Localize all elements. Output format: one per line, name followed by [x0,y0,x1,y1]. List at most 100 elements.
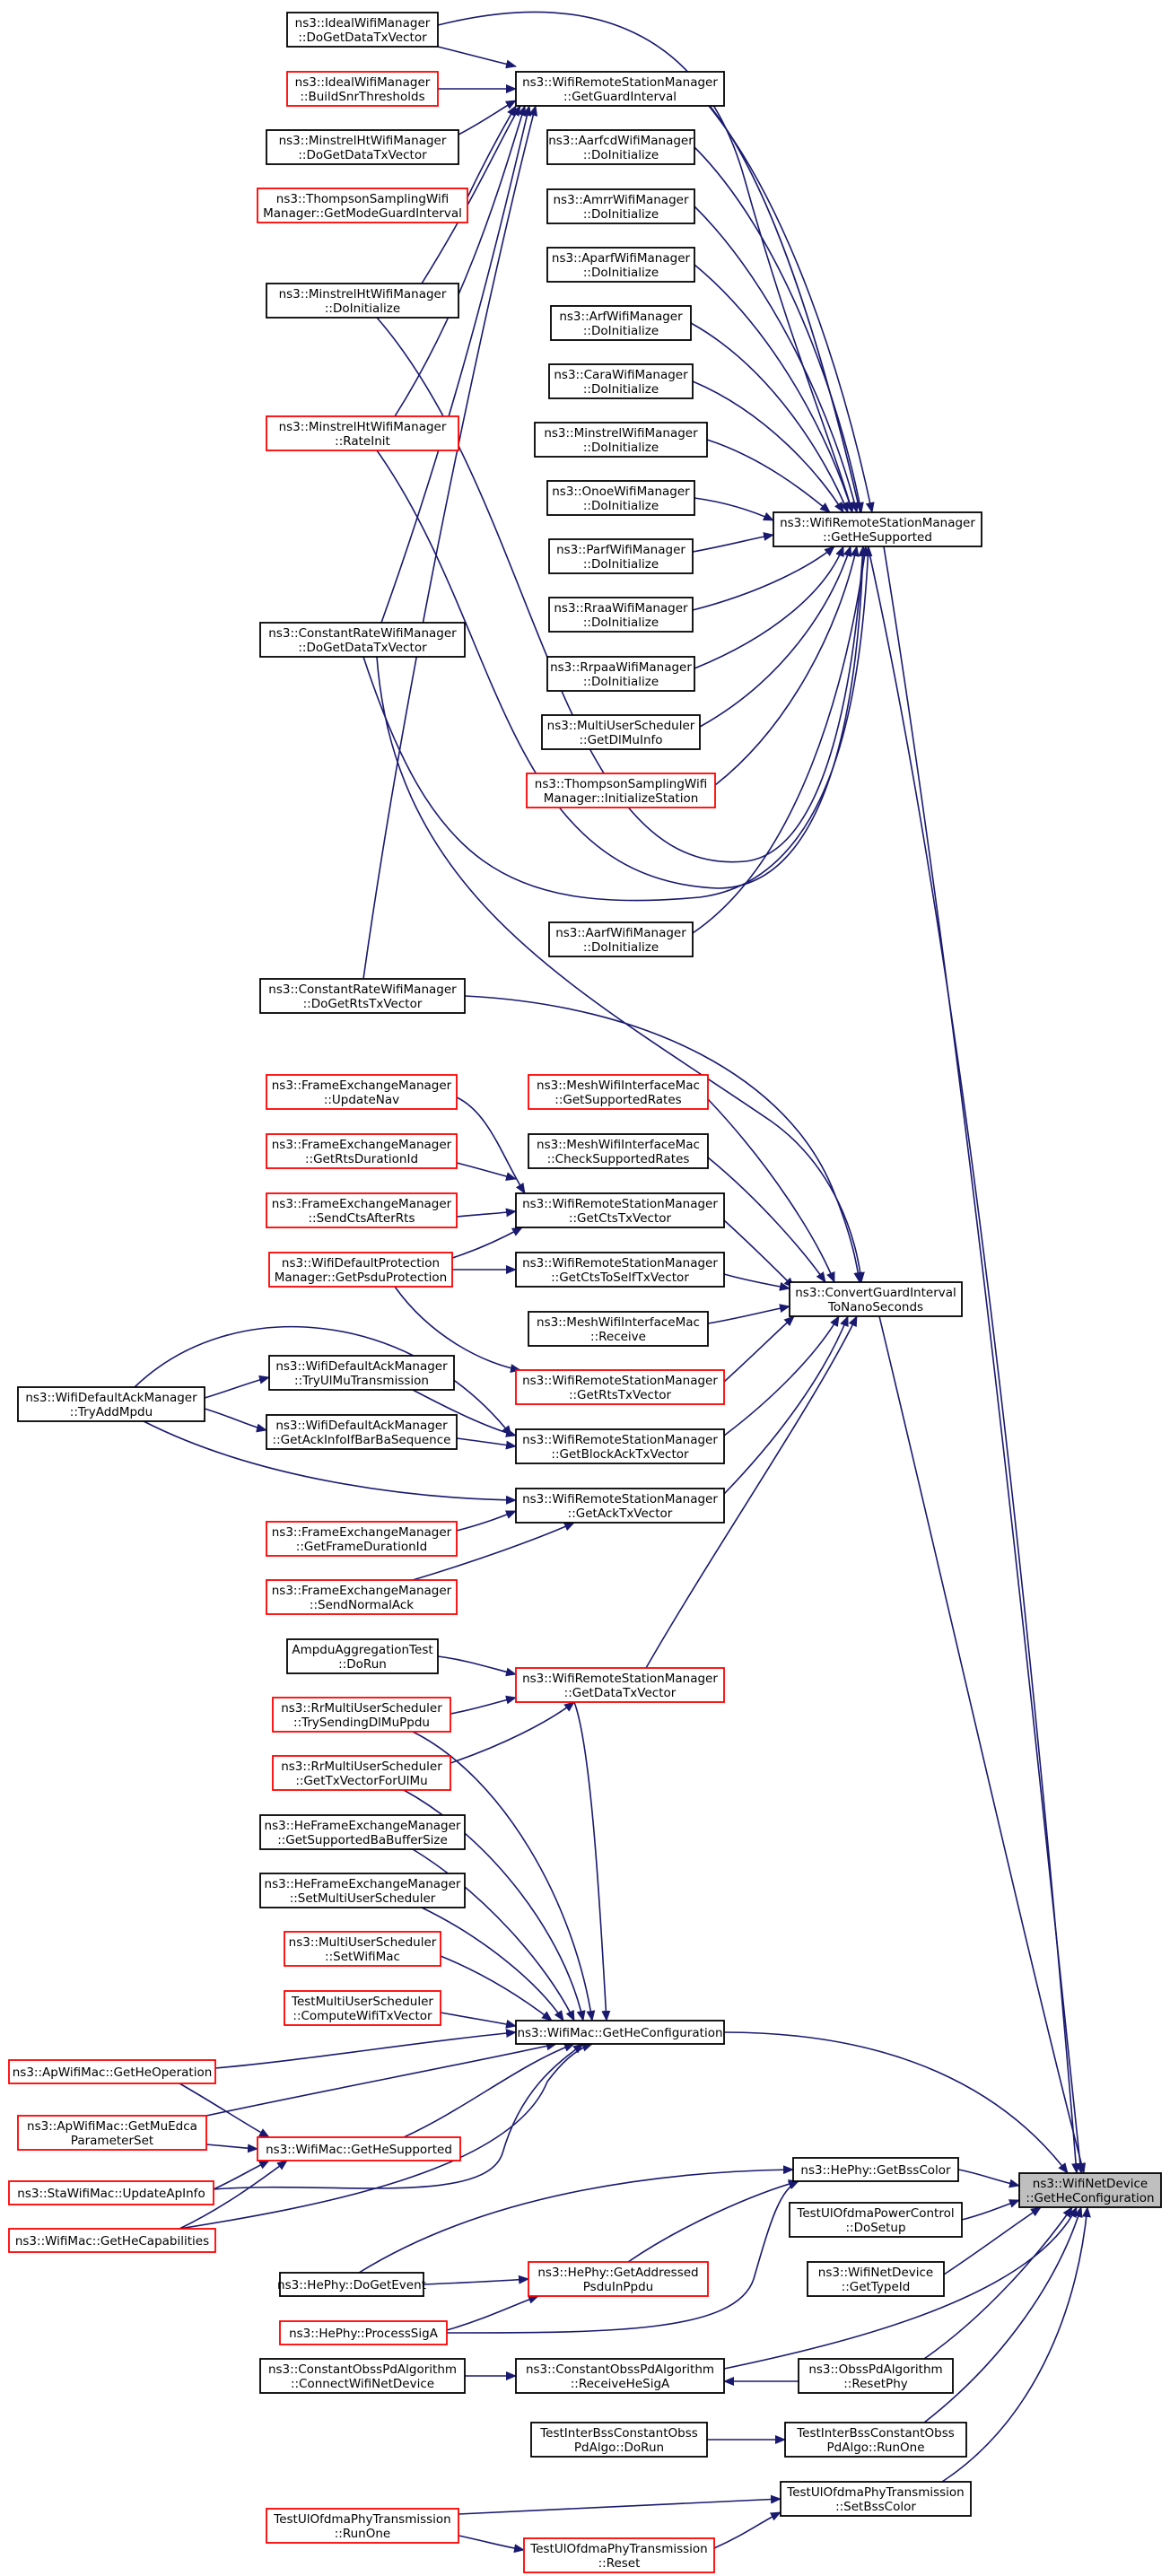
node-hephy_bsscolor[interactable]: ns3::HePhy::GetBssColor [792,2157,959,2182]
node-minstrelht_init[interactable]: ns3::MinstrelHtWifiManager::DoInitialize [266,283,459,319]
node-wrsm_blockack[interactable]: ns3::WifiRemoteStationManager::GetBlockA… [515,1428,725,1464]
node-mus_setwifimac[interactable]: ns3::MultiUserScheduler::SetWifiMac [284,1931,441,1967]
node-stamac_updateap[interactable]: ns3::StaWifiMac::UpdateApInfo [8,2180,214,2205]
node-mesh_getsup[interactable]: ns3::MeshWifiInterfaceMac::GetSupportedR… [528,1074,709,1110]
edge-line [456,1096,526,1194]
node-hephy_doget[interactable]: ns3::HePhy::DoGetEvent [277,2272,426,2297]
node-parf_init[interactable]: ns3::ParfWifiManager::DoInitialize [548,538,694,574]
node-cobss_receive[interactable]: ns3::ConstantObssPdAlgorithm::ReceiveHeS… [515,2358,725,2394]
node-fem_sendack[interactable]: ns3::FrameExchangeManager::SendNormalAck [266,1579,458,1615]
node-tuph_reset[interactable]: TestUlOfdmaPhyTransmission::Reset [523,2537,715,2573]
node-wrsm_rts[interactable]: ns3::WifiRemoteStationManager::GetRtsTxV… [515,1369,725,1405]
node-tuph_setbss[interactable]: TestUlOfdmaPhyTransmission::SetBssColor [780,2481,972,2517]
edge-ideal_dodata-to-wrsm_hesup [437,11,854,513]
node-fem_sendcts[interactable]: ns3::FrameExchangeManager::SendCtsAfterR… [266,1192,458,1228]
node-wifimac_hesup[interactable]: ns3::WifiMac::GetHeSupported [257,2136,461,2161]
node-apmac_heop[interactable]: ns3::ApWifiMac::GetHeOperation [8,2059,216,2084]
node-box [259,622,466,658]
node-mesh_receive[interactable]: ns3::MeshWifiInterfaceMac::Receive [528,1311,709,1347]
node-thompson_mgi[interactable]: ns3::ThompsonSamplingWifiManager::GetMod… [257,188,468,223]
node-box [266,415,459,451]
node-box [266,129,459,165]
node-obss_reset[interactable]: ns3::ObssPdAlgorithm::ResetPhy [798,2358,954,2394]
node-minstrel_init[interactable]: ns3::MinstrelWifiManager::DoInitialize [534,422,708,458]
node-getguard[interactable]: ns3::WifiRemoteStationManager::GetGuardI… [515,71,725,107]
node-label-line1: TestInterBssConstantObss [796,2426,955,2441]
edge-apmac_muedca-to-wifimac_hesup [205,2144,258,2153]
node-aparf_init[interactable]: ns3::AparfWifiManager::DoInitialize [546,247,695,283]
node-label-line2: ToNanoSeconds [827,1300,923,1314]
edge-aarf_init-to-wrsm_hesup [692,546,869,934]
node-wifimac_hecfg[interactable]: ns3::WifiMac::GetHeConfiguration [515,2020,725,2045]
node-box [284,1990,441,2026]
node-label-line1: ns3::WifiRemoteStationManager [522,1433,718,1447]
node-box [541,714,701,750]
edge-wrsm_rts-to-convgi [723,1315,795,1383]
edge-line [403,2043,575,2138]
node-arf_init[interactable]: ns3::ArfWifiManager::DoInitialize [550,305,692,341]
node-mus_getdl[interactable]: ns3::MultiUserScheduler::GetDlMuInfo [541,714,701,750]
node-mesh_check[interactable]: ns3::MeshWifiInterfaceMac::CheckSupporte… [528,1133,709,1169]
node-label-line2: Manager::GetModeGuardInterval [263,206,462,221]
node-constrate_dorts[interactable]: ns3::ConstantRateWifiManager::DoGetRtsTx… [259,978,466,1014]
node-testpower_setup[interactable]: TestUlOfdmaPowerControl::DoSetup [789,2202,963,2238]
node-cobss_connect[interactable]: ns3::ConstantObssPdAlgorithm::ConnectWif… [259,2358,466,2394]
node-wdp_psdu[interactable]: ns3::WifiDefaultProtectionManager::GetPs… [268,1252,453,1288]
node-wdam_trymu[interactable]: ns3::WifiDefaultAckManager::TryUlMuTrans… [268,1355,455,1391]
node-wdam_tryadd[interactable]: ns3::WifiDefaultAckManager::TryAddMpdu [17,1386,205,1422]
node-testmus_compute[interactable]: TestMultiUserScheduler::ComputeWifiTxVec… [284,1990,441,2026]
node-amrr_init[interactable]: ns3::AmrrWifiManager::DoInitialize [546,188,695,224]
node-wifimac_hecap[interactable]: ns3::WifiMac::GetHeCapabilities [8,2228,216,2253]
edge-line [723,2206,1078,2370]
node-wrsm_cts[interactable]: ns3::WifiRemoteStationManager::GetCtsTxV… [515,1192,725,1228]
node-rr_gettxul[interactable]: ns3::RrMultiUserScheduler::GetTxVectorFo… [272,1755,451,1791]
node-aarfcd_init[interactable]: ns3::AarfcdWifiManager::DoInitialize [546,129,695,165]
node-ideal_snr[interactable]: ns3::IdealWifiManager::BuildSnrThreshold… [286,71,439,107]
node-wdam_ackinfo[interactable]: ns3::WifiDefaultAckManager::GetAckInfoIf… [266,1414,458,1450]
node-minstrelht_rate[interactable]: ns3::MinstrelHtWifiManager::RateInit [266,415,459,451]
node-wrsm_hesup[interactable]: ns3::WifiRemoteStationManager::GetHeSupp… [773,511,982,547]
edge-line [708,105,875,513]
node-hefem_getsupba[interactable]: ns3::HeFrameExchangeManager::GetSupporte… [259,1814,466,1850]
node-fem_rtsdur[interactable]: ns3::FrameExchangeManager::GetRtsDuratio… [266,1133,458,1169]
node-box [266,1074,458,1110]
edge-line [376,317,868,863]
node-thompson_init[interactable]: ns3::ThompsonSamplingWifiManager::Initia… [526,773,716,808]
node-minstrelht_dodata[interactable]: ns3::MinstrelHtWifiManager::DoGetDataTxV… [266,129,459,165]
node-hefem_setmus[interactable]: ns3::HeFrameExchangeManager::SetMultiUse… [259,1873,466,1908]
node-wrsm_ctsself[interactable]: ns3::WifiRemoteStationManager::GetCtsToS… [515,1252,725,1288]
edge-line [713,2511,781,2549]
node-box [528,2261,709,2297]
node-wrsm_ack[interactable]: ns3::WifiRemoteStationManager::GetAckTxV… [515,1488,725,1524]
node-ideal_dodata[interactable]: ns3::IdealWifiManager::DoGetDataTxVector [286,12,439,48]
node-label-line1: ns3::MinstrelWifiManager [544,426,698,441]
node-ampdu_dorun[interactable]: AmpduAggregationTest::DoRun [286,1638,439,1674]
node-label-line1: ns3::HeFrameExchangeManager [265,1819,461,1833]
node-box [8,2180,214,2205]
node-rr_trydl[interactable]: ns3::RrMultiUserScheduler::TrySendingDlM… [272,1697,451,1733]
node-rraa_init[interactable]: ns3::RraaWifiManager::DoInitialize [548,597,694,633]
node-rrpaa_init[interactable]: ns3::RrpaaWifiManager::DoInitialize [546,656,695,692]
node-netdev_typeid[interactable]: ns3::WifiNetDevice::GetTypeId [807,2261,945,2297]
node-netdev_hecfg[interactable]: ns3::WifiNetDevice::GetHeConfiguration [1018,2172,1162,2208]
edge-line [421,105,521,284]
node-hephy_sigA[interactable]: ns3::HePhy::ProcessSigA [279,2320,448,2345]
edge-testpower_setup-to-netdev_hecfg [961,2199,1020,2221]
node-box [789,1281,963,1317]
node-fem_updatenav[interactable]: ns3::FrameExchangeManager::UpdateNav [266,1074,458,1110]
node-fem_framedur[interactable]: ns3::FrameExchangeManager::GetFrameDurat… [266,1521,458,1557]
node-onoe_init[interactable]: ns3::OnoeWifiManager::DoInitialize [546,480,695,516]
node-wrsm_data[interactable]: ns3::WifiRemoteStationManager::GetDataTx… [515,1667,725,1703]
node-constrate_dodata[interactable]: ns3::ConstantRateWifiManager::DoGetDataT… [259,622,466,658]
node-tuph_runone[interactable]: TestUlOfdmaPhyTransmission::RunOne [266,2508,459,2544]
node-box [780,2481,972,2517]
node-label-line1: ns3::MinstrelHtWifiManager [279,287,447,301]
node-cara_init[interactable]: ns3::CaraWifiManager::DoInitialize [548,363,694,399]
node-aarf_init[interactable]: ns3::AarfWifiManager::DoInitialize [548,921,694,957]
edge-line [143,1420,517,1505]
